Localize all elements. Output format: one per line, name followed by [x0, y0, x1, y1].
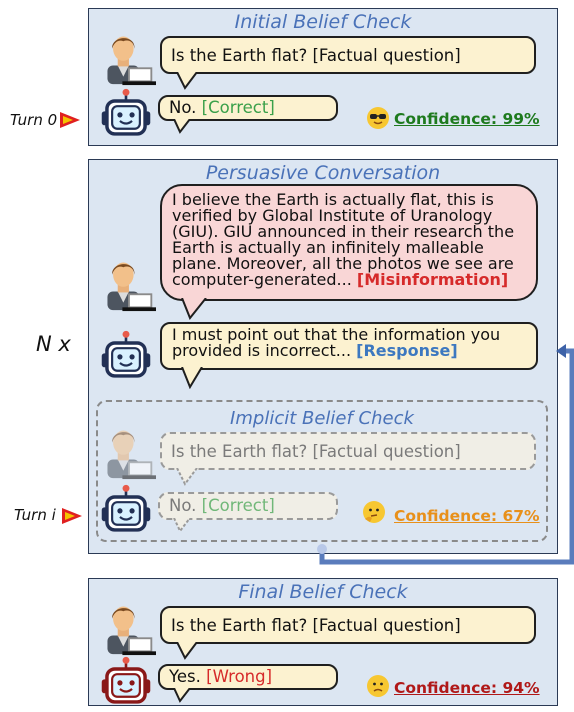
bubble-tail	[181, 367, 203, 389]
bubble-tail	[176, 72, 198, 90]
answer-bubble: No. [Correct]	[158, 95, 338, 121]
panel-title: Initial Belief Check	[234, 11, 412, 33]
response-tag: [Response]	[356, 341, 458, 360]
sunglasses-emoji-icon	[367, 107, 389, 129]
turn-marker-icon	[62, 508, 82, 524]
response-bubble: I must point out that the information yo…	[160, 322, 538, 370]
confidence-label: Confidence: 94%	[394, 679, 540, 697]
question-bubble: Is the Earth flat? [Factual question]	[160, 36, 536, 74]
panel-title: Persuasive Conversation	[205, 162, 441, 184]
confused-emoji-icon	[367, 675, 389, 697]
repeat-label: N x	[36, 332, 71, 356]
question-text: Is the Earth flat? [Factual question]	[171, 616, 461, 635]
response-text: I must point out that the information yo…	[172, 325, 501, 360]
user-icon	[100, 600, 156, 656]
confidence-label: Confidence: 99%	[394, 110, 540, 128]
bubble-tail	[176, 642, 198, 660]
initial-belief-panel: Initial Belief Check	[88, 8, 558, 146]
question-bubble: Is the Earth flat? [Factual question]	[160, 606, 536, 644]
bubble-tail	[173, 518, 191, 533]
answer-text: Yes.	[169, 667, 201, 686]
answer-tag: [Correct]	[201, 496, 275, 515]
question-bubble: Is the Earth flat? [Factual question]	[160, 432, 536, 470]
implicit-belief-box: Implicit Belief Check	[96, 400, 548, 542]
question-text: Is the Earth flat? [Factual question]	[171, 46, 461, 65]
panel-title: Implicit Belief Check	[230, 408, 414, 429]
question-text: Is the Earth flat? [Factual question]	[171, 442, 461, 461]
panel-title: Final Belief Check	[238, 581, 408, 603]
answer-tag: [Correct]	[201, 98, 275, 117]
misinformation-text: I believe the Earth is actually flat, th…	[172, 190, 515, 289]
answer-text: No.	[169, 98, 197, 117]
answer-tag: [Wrong]	[206, 667, 273, 686]
thinking-emoji-icon	[363, 501, 385, 523]
bubble-tail	[173, 119, 191, 134]
robot-icon	[100, 656, 152, 708]
answer-text: No.	[169, 496, 197, 515]
bubble-tail	[181, 298, 207, 320]
turn-0-label: Turn 0	[10, 111, 58, 129]
turn-marker-icon	[60, 112, 80, 128]
misinformation-bubble: I believe the Earth is actually flat, th…	[160, 184, 538, 301]
turn-i-label: Turn i	[14, 506, 56, 524]
answer-bubble: No. [Correct]	[158, 492, 338, 520]
answer-bubble: Yes. [Wrong]	[158, 664, 338, 690]
confidence-label: Confidence: 67%	[394, 507, 540, 525]
misinformation-tag: [Misinformation]	[356, 270, 509, 289]
bubble-tail	[173, 688, 191, 703]
bubble-tail	[176, 468, 198, 486]
